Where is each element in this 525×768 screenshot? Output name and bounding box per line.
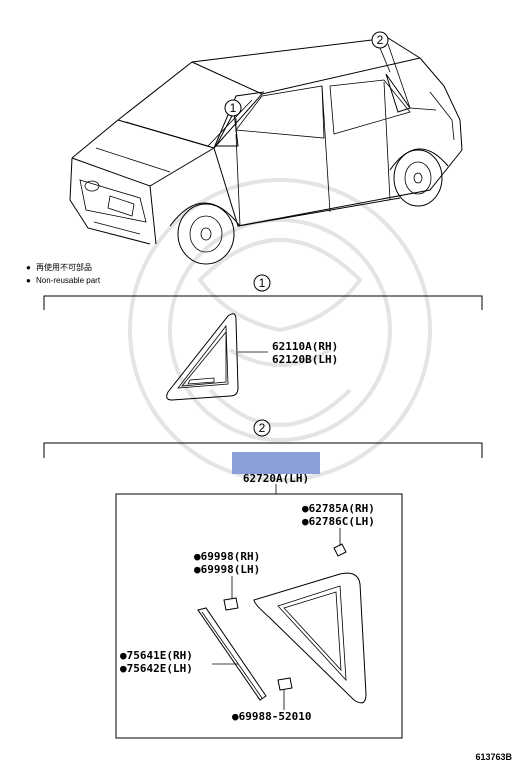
watermark-emblem — [128, 178, 432, 482]
part-62710A-rh: 62710A(RH) — [243, 457, 309, 470]
section-2-header: 2 — [43, 419, 483, 458]
svg-text:2: 2 — [259, 421, 266, 435]
part-75642E-lh: ●75642E(LH) — [120, 662, 193, 675]
legend-bullet-1: ● — [26, 263, 31, 272]
section-1-header: 1 — [43, 274, 483, 310]
svg-text:2: 2 — [377, 33, 384, 47]
part-62110A-rh: 62110A(RH) — [272, 340, 338, 353]
clip-part — [333, 543, 347, 557]
legend-line-en: Non-reusable part — [36, 276, 101, 285]
rear-quarter-glass — [253, 572, 367, 704]
part-62786C-lh: ●62786C(LH) — [302, 515, 375, 528]
moulding-strip — [197, 607, 267, 701]
front-quarter-glass — [166, 313, 268, 401]
legend-bullet-2: ● — [26, 276, 31, 285]
callout-1: 1 — [224, 99, 242, 117]
legend-line-jp: 再使用不可部品 — [36, 262, 92, 272]
vehicle-illustration — [69, 37, 463, 265]
fastener-part — [223, 597, 239, 611]
part-69998-rh: ●69998(RH) — [194, 550, 260, 563]
part-62120B-lh: 62120B(LH) — [272, 353, 338, 366]
clip-69988-part — [277, 677, 293, 691]
svg-text:1: 1 — [230, 101, 237, 115]
assembly-detail-box — [115, 493, 403, 739]
callout-2: 2 — [371, 31, 389, 49]
part-62785A-rh: ●62785A(RH) — [302, 502, 375, 515]
part-75641E-rh: ●75641E(RH) — [120, 649, 193, 662]
part-62720A-lh: 62720A(LH) — [243, 472, 309, 485]
svg-text:1: 1 — [259, 276, 266, 290]
part-69998-lh: ●69998(LH) — [194, 563, 260, 576]
part-69988-52010: ●69988-52010 — [232, 710, 311, 723]
figure-reference: 613763B — [475, 752, 512, 762]
assembly-rh-highlight — [232, 452, 320, 474]
